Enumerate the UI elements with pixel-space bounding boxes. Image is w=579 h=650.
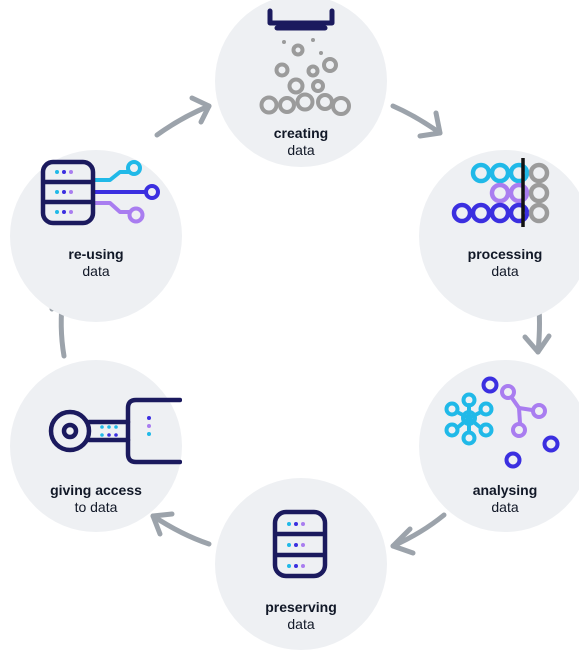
step-subtitle: data — [287, 142, 315, 158]
step-subtitle: data — [82, 263, 110, 279]
step-title: giving access — [50, 482, 142, 498]
sorting-circles-icon — [451, 158, 550, 227]
dripping-particles-icon — [259, 8, 351, 116]
arrow-analysing-to-preserving — [390, 512, 447, 556]
step-label: processing data — [419, 246, 579, 280]
step-label: creating data — [215, 125, 387, 159]
step-subtitle: to data — [74, 499, 118, 515]
step-title: analysing — [472, 482, 538, 498]
step-processing-data: processing data — [419, 150, 579, 322]
step-label: giving access to data — [10, 482, 182, 516]
step-label: preserving data — [215, 599, 387, 633]
arrow-preserving-to-giving — [150, 511, 212, 547]
step-subtitle: data — [491, 263, 519, 279]
step-label: re-using data — [10, 246, 182, 280]
key-in-lock-icon — [48, 397, 182, 465]
server-connections-icon — [40, 159, 160, 226]
step-analysing-data: analysing data — [419, 360, 579, 532]
step-giving-access: giving access to data — [10, 360, 182, 532]
step-label: analysing data — [419, 482, 579, 516]
arrow-reusing-to-creating — [154, 95, 212, 138]
step-creating-data: creating data — [215, 0, 387, 167]
arrow-creating-to-processing — [390, 103, 443, 139]
step-title: creating — [273, 125, 329, 141]
step-subtitle: data — [287, 616, 315, 632]
step-preserving-data: preserving data — [215, 478, 387, 650]
database-server-icon — [272, 509, 328, 579]
step-title: processing — [467, 246, 543, 262]
step-title: re-using — [68, 246, 124, 262]
step-subtitle: data — [491, 499, 519, 515]
step-reusing-data: re-using data — [10, 150, 182, 322]
network-graph-icon — [444, 376, 560, 469]
step-title: preserving — [265, 599, 337, 615]
